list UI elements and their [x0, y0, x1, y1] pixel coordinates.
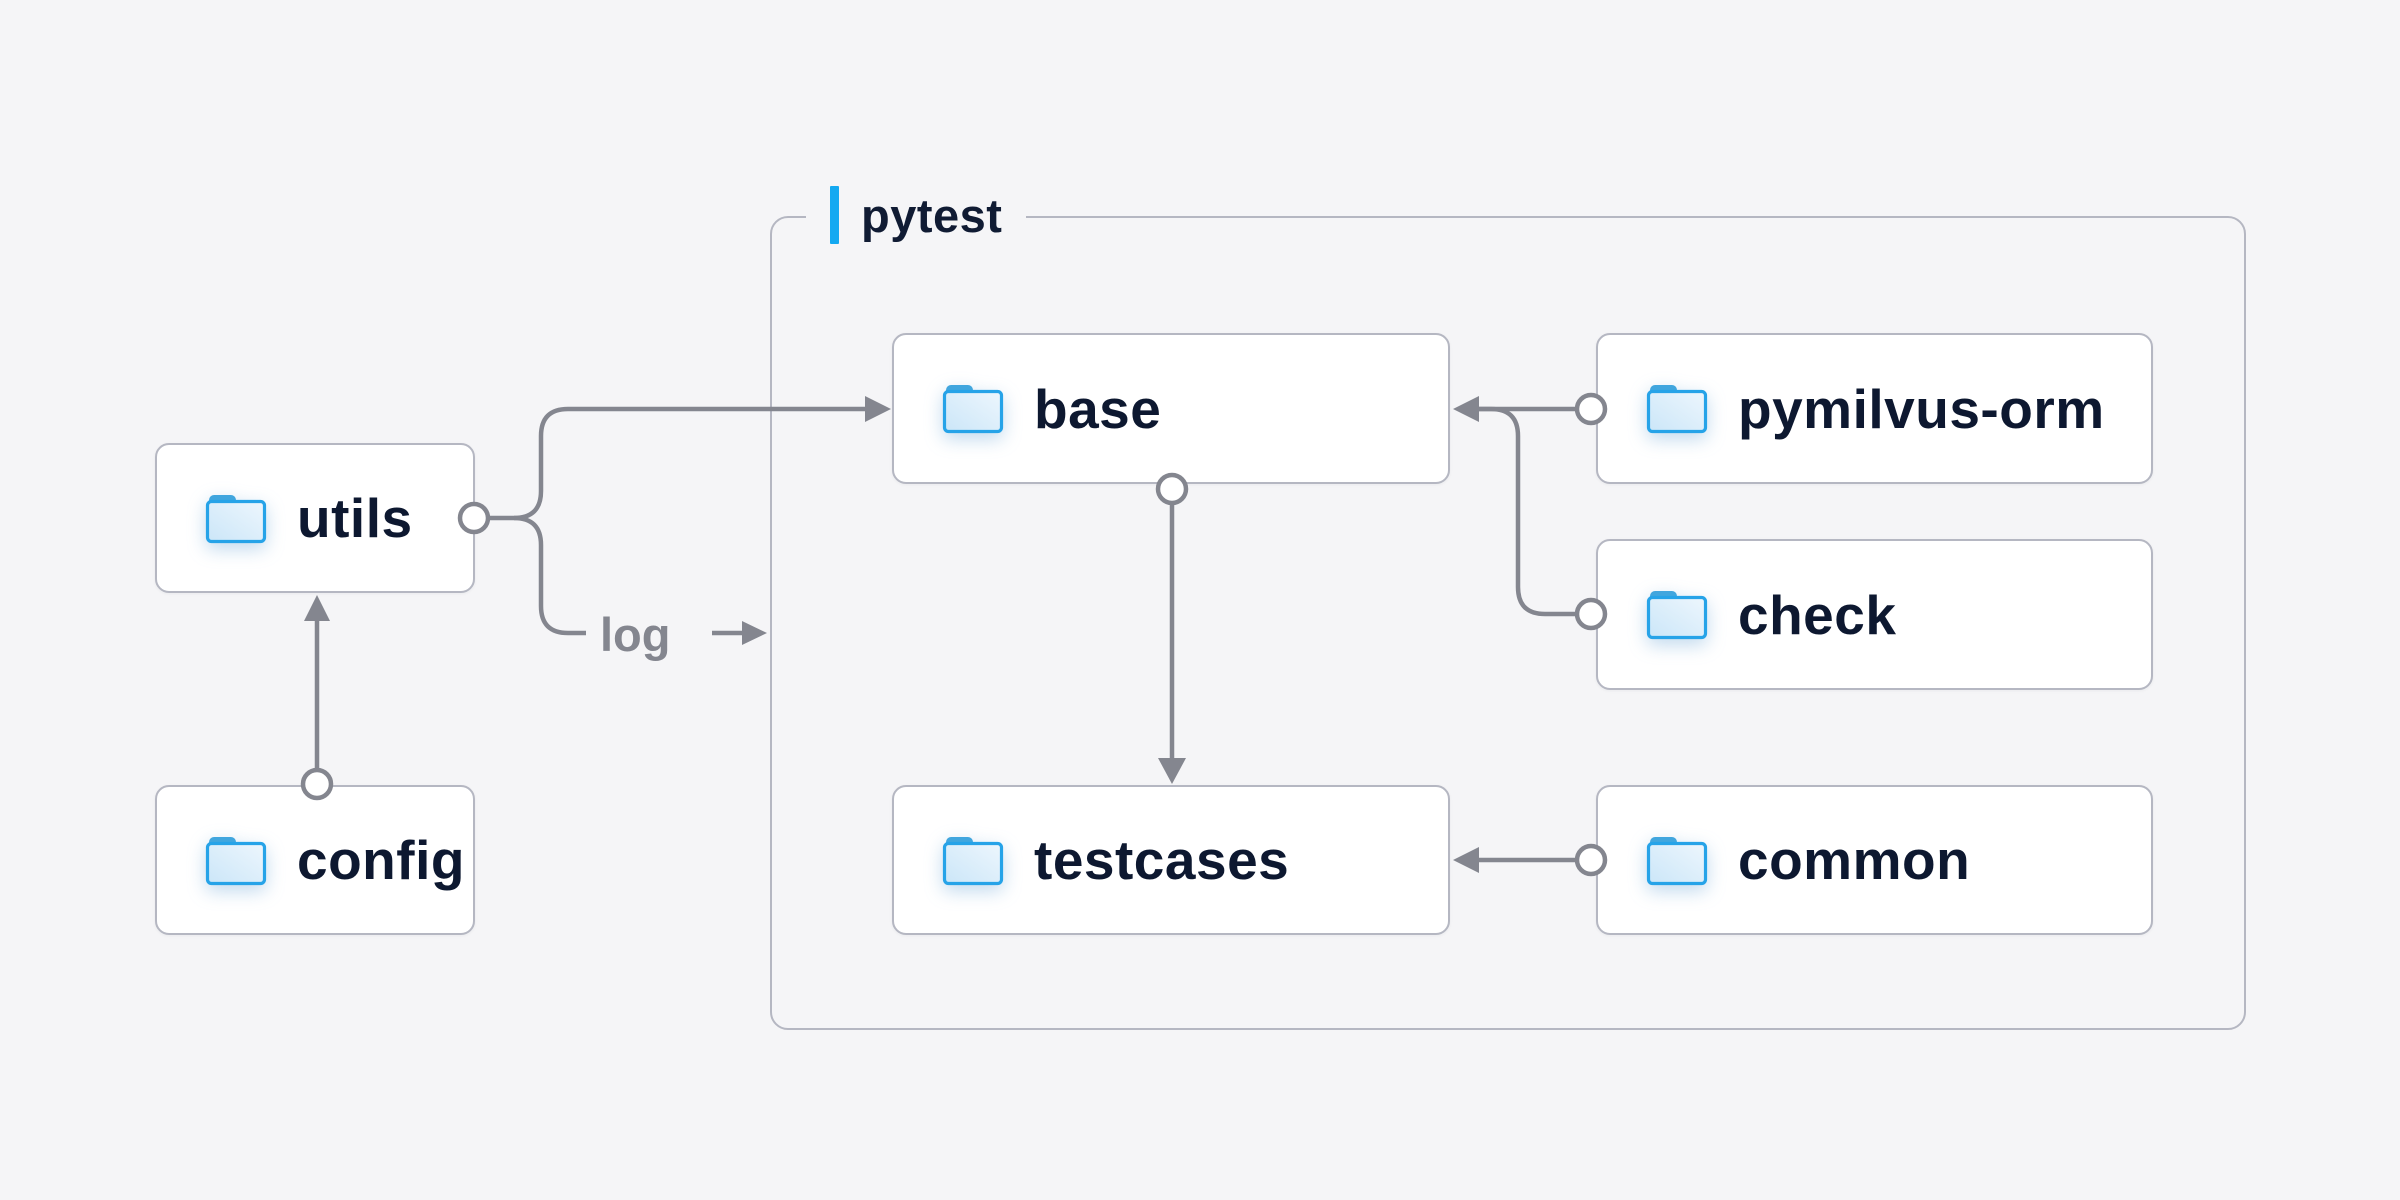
log-annotation: log: [600, 607, 671, 661]
node-label: common: [1738, 829, 1971, 891]
folder-icon: [1646, 385, 1708, 434]
node-config: config: [155, 785, 475, 935]
folder-icon: [205, 836, 267, 885]
folder-icon: [205, 494, 267, 543]
node-label: config: [297, 829, 465, 891]
node-check: check: [1596, 539, 2153, 690]
node-base: base: [892, 333, 1450, 484]
group-label-text: pytest: [861, 188, 1003, 242]
node-testcases: testcases: [892, 785, 1450, 935]
node-common: common: [1596, 785, 2153, 935]
accent-bar: [830, 186, 839, 244]
folder-icon: [942, 385, 1004, 434]
node-utils: utils: [155, 443, 475, 593]
folder-icon: [942, 836, 1004, 885]
arrowhead-log: [742, 621, 767, 645]
folder-icon: [1646, 591, 1708, 640]
pytest-group-container: [770, 216, 2246, 1030]
node-label: base: [1034, 377, 1162, 440]
node-label: pymilvus-orm: [1738, 377, 2105, 440]
arrowhead-into-utils-bottom: [304, 595, 330, 621]
node-label: testcases: [1034, 829, 1290, 891]
pytest-group-label: pytest: [806, 183, 1027, 247]
node-pymilvus-orm: pymilvus-orm: [1596, 333, 2153, 484]
node-label: utils: [297, 487, 413, 549]
folder-icon: [1646, 836, 1708, 885]
node-label: check: [1738, 583, 1897, 646]
